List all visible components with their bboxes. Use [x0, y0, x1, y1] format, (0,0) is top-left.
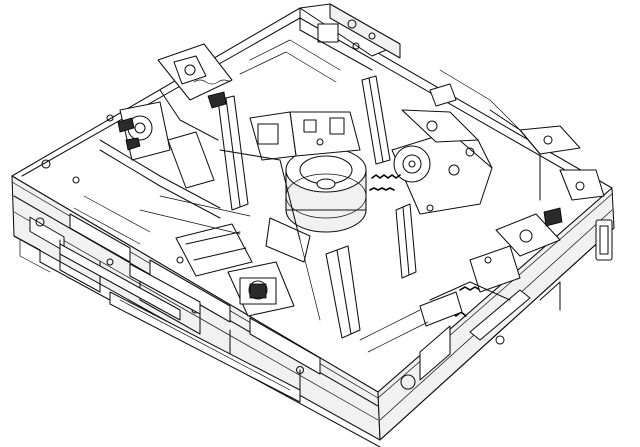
center-plate: [139, 149, 311, 263]
drum-mount: [249, 111, 361, 161]
left-side-wall-details: [13, 195, 379, 421]
loading-arm-top: [157, 43, 233, 141]
mounting-holes: [41, 42, 492, 264]
front-slider-rail: [59, 243, 301, 403]
right-front-mechanism: [419, 207, 563, 327]
right-rear-bracket: [489, 109, 605, 201]
rear-bracket: [299, 3, 457, 107]
right-side-wall-details: [379, 209, 613, 421]
capstan-gear-assembly: [391, 109, 493, 215]
tape-guides: [217, 75, 417, 339]
head-drum: [285, 147, 367, 233]
left-arm-assembly: [99, 101, 221, 219]
front-motor-area: [175, 223, 295, 317]
detail-lines: [73, 39, 521, 353]
